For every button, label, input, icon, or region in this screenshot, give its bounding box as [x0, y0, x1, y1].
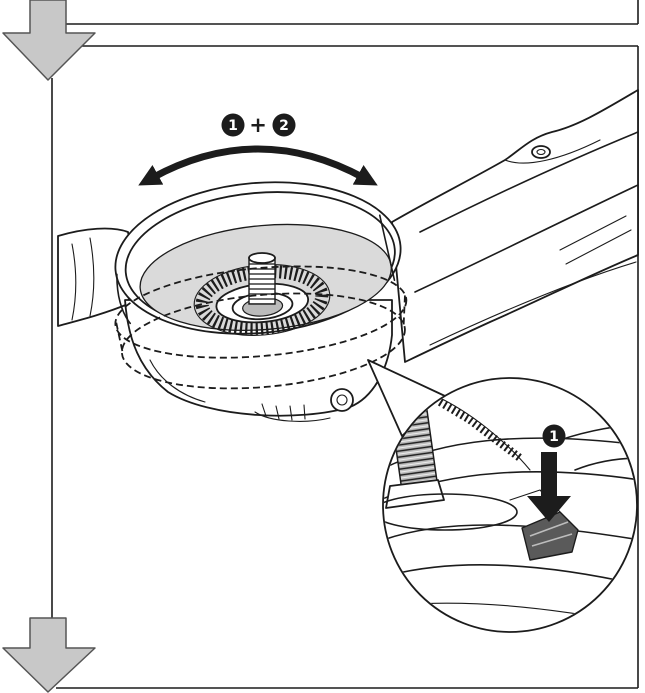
step-joiner-plus: +: [249, 113, 267, 137]
step-marker-one: [221, 113, 245, 137]
press-down-arrow-icon: [527, 452, 571, 522]
grinder-housing: [391, 89, 639, 363]
step-marker-two-number: 2: [279, 118, 289, 134]
housing-vent-hole: [531, 145, 551, 159]
flow-down-arrow-top-icon: [2, 0, 96, 81]
guard-collar-dashed-outline: [114, 265, 408, 390]
rotation-step-label: 1 + 2: [221, 113, 296, 137]
spindle-lock-button-icon: [330, 388, 354, 412]
step-marker-two: [272, 113, 296, 137]
step-marker-one-number: 1: [228, 118, 238, 134]
inset-flange-teeth: [437, 398, 523, 462]
rotation-double-arrow-icon: [138, 145, 378, 186]
side-handle: [57, 227, 132, 327]
guard-release-lever: [521, 511, 579, 561]
inset-step-marker-number: 1: [549, 429, 559, 445]
previous-panel-frame: [66, 0, 639, 25]
inset-step-marker: [542, 424, 566, 448]
flow-down-arrow-bottom-icon: [2, 617, 96, 693]
